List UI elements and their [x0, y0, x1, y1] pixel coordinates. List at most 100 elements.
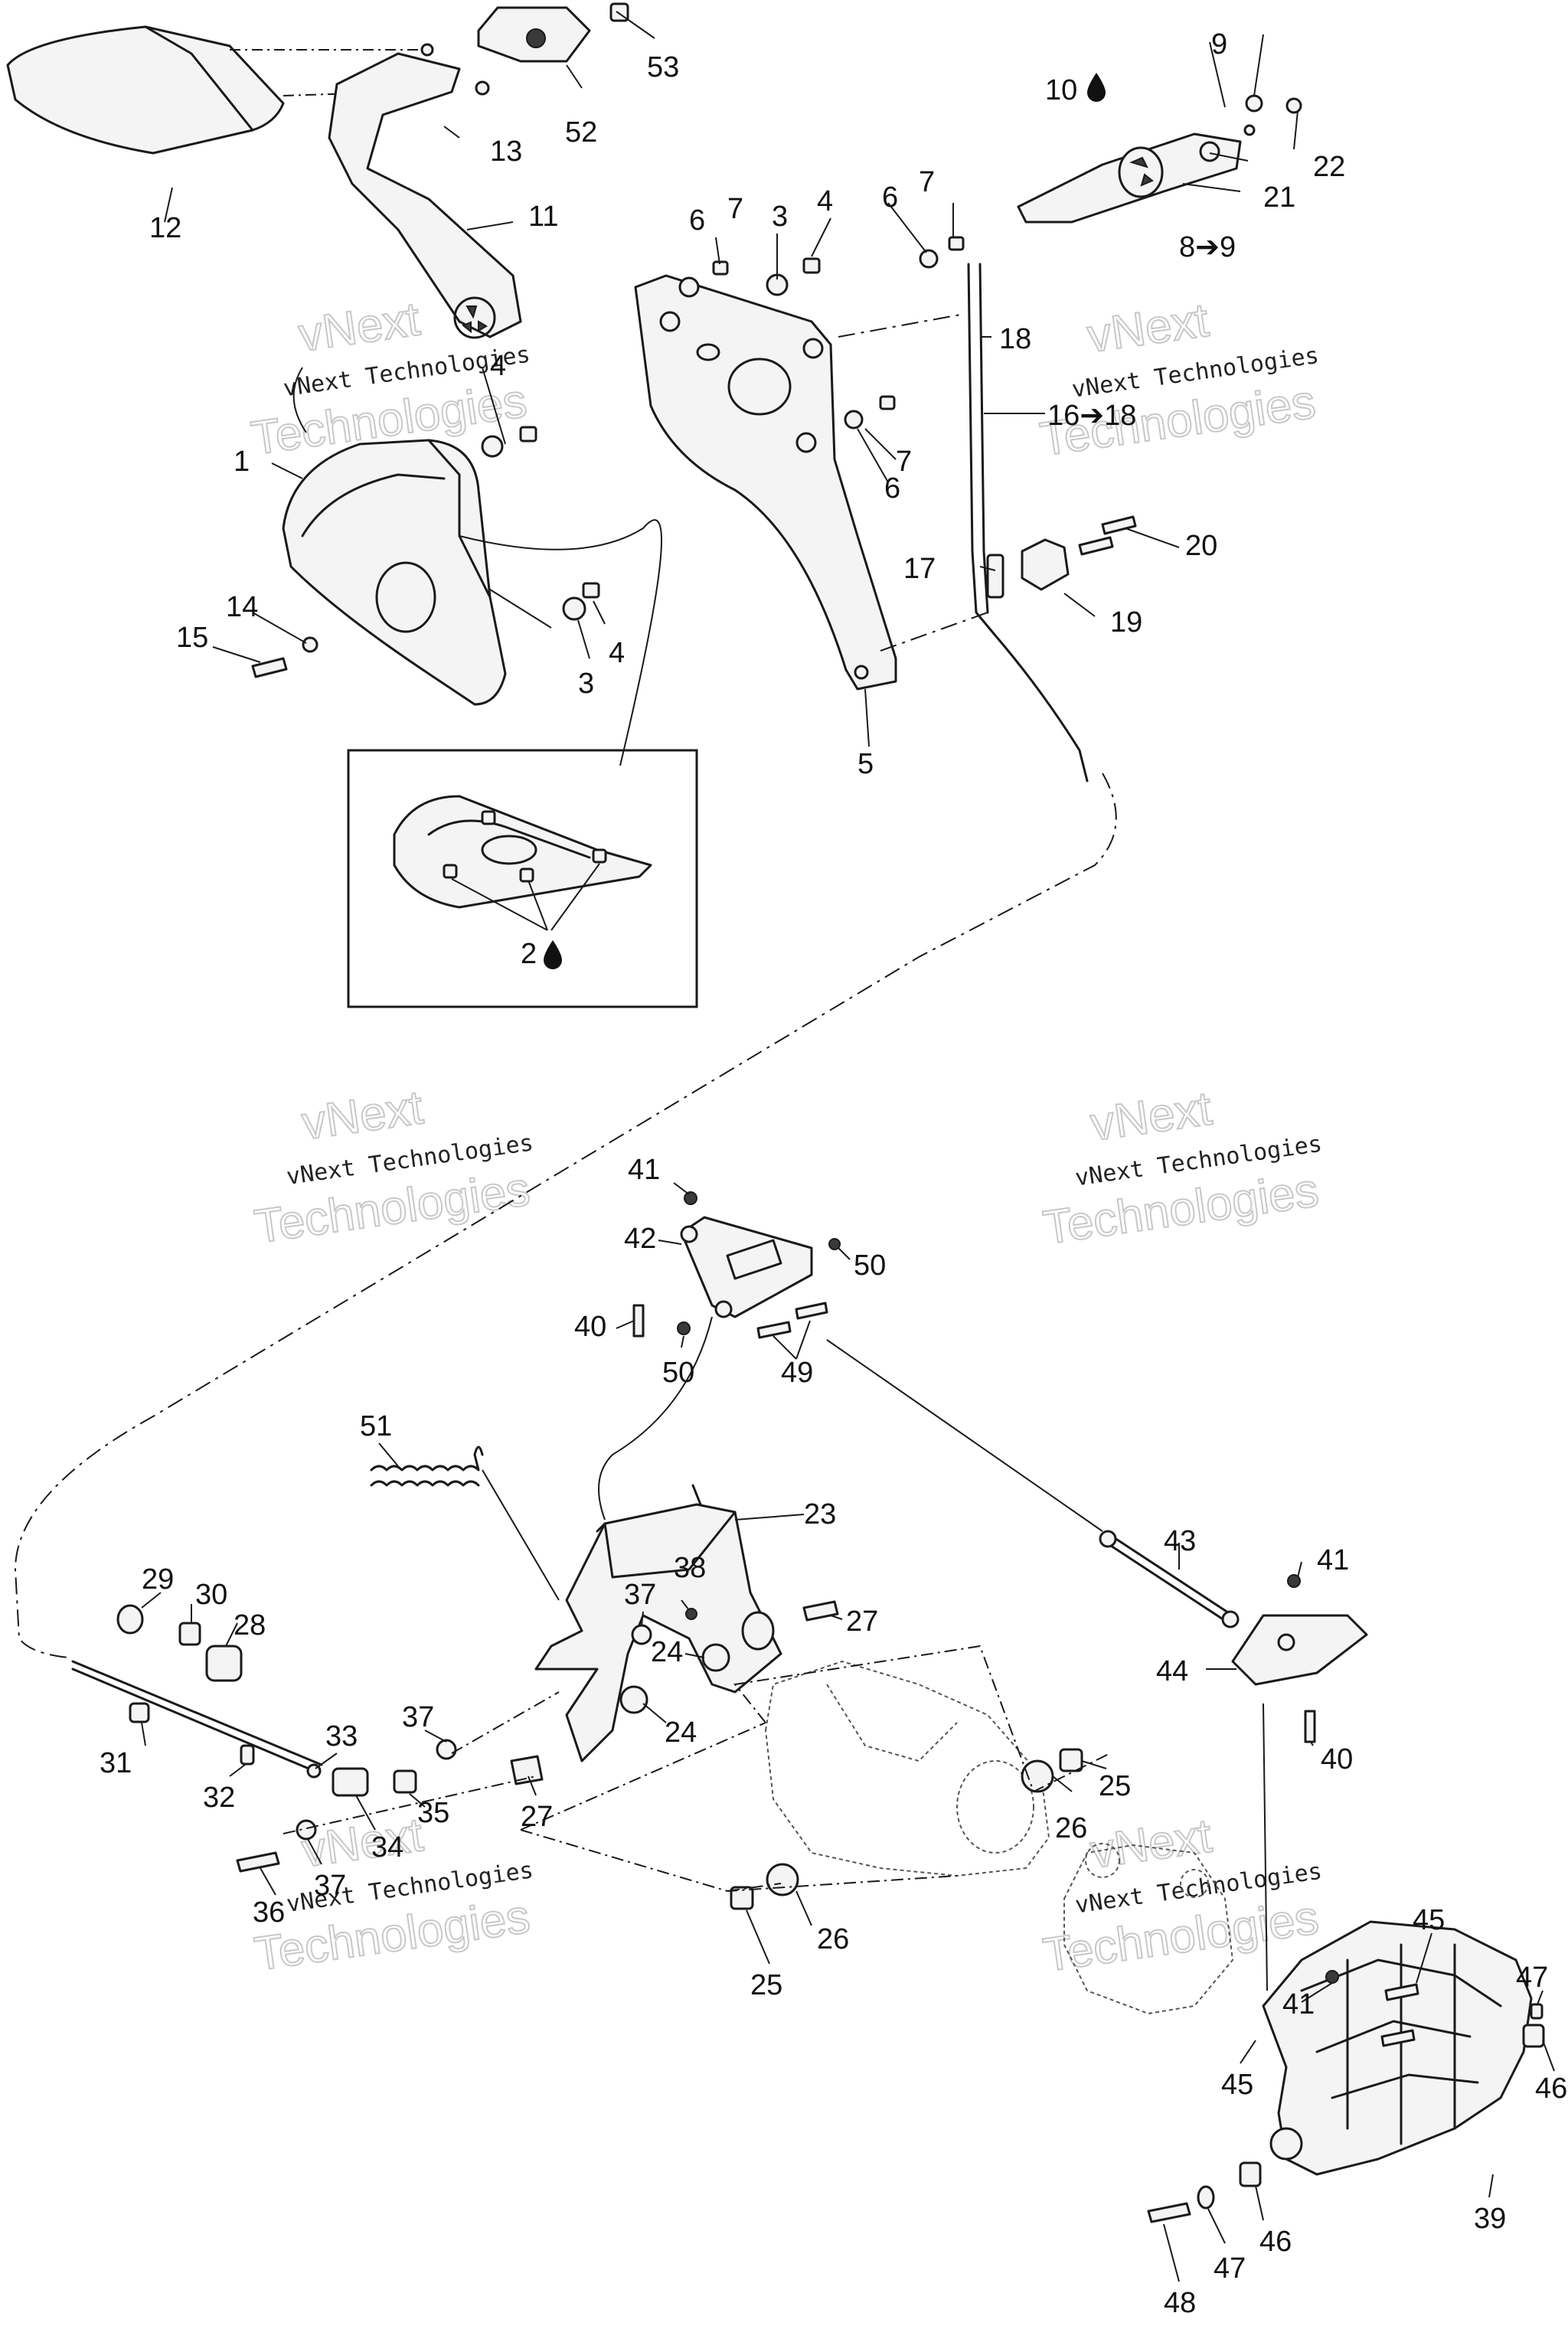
callout-41b: 41: [1317, 1544, 1349, 1576]
washer-47a: [1530, 2003, 1544, 2020]
callout-17: 17: [903, 553, 936, 585]
callout-46a: 46: [1535, 2073, 1567, 2105]
callout-7a: 7: [727, 193, 743, 225]
callout-46b: 46: [1259, 2226, 1292, 2258]
callout-25a: 25: [1099, 1770, 1131, 1802]
plate-5: [634, 274, 897, 691]
bushing-28: [205, 1645, 243, 1682]
bolt-4: [582, 582, 600, 599]
callout-53: 53: [647, 51, 679, 83]
bushing-46a: [1522, 2024, 1545, 2048]
callout-37c: 37: [314, 1870, 346, 1902]
oil-drop-icon-2: [544, 940, 562, 969]
callout-45a: 45: [1413, 1904, 1445, 1936]
callout-13: 13: [490, 136, 522, 168]
callout-49: 49: [781, 1357, 813, 1389]
bracket-19: [1021, 538, 1070, 591]
callout-33: 33: [325, 1720, 358, 1753]
nut-22: [1285, 97, 1302, 114]
screw-15: [251, 657, 288, 678]
callout-27b: 27: [521, 1801, 553, 1833]
washer-47b: [1197, 2185, 1215, 2210]
bolt-40a: [632, 1304, 645, 1338]
callout-38: 38: [674, 1552, 706, 1584]
bolt-45a: [1384, 1983, 1419, 2001]
bolt-7c: [879, 395, 896, 410]
callout-52: 52: [565, 116, 597, 149]
callout-7c: 7: [896, 446, 912, 478]
callout-28: 28: [234, 1609, 266, 1642]
bushing-25a: [1059, 1748, 1083, 1772]
oil-drop-icon: [1087, 73, 1106, 102]
callout-15: 15: [176, 622, 208, 654]
washer-24a: [701, 1643, 730, 1672]
link-rod-43: [1109, 1534, 1234, 1617]
washer-14: [302, 636, 318, 653]
callout-43: 43: [1164, 1525, 1196, 1557]
svg-text:vNext: vNext: [299, 1808, 426, 1877]
callout-51: 51: [360, 1410, 392, 1442]
watermark-top-right: vNext vNext Technologies Technologies: [1036, 293, 1320, 467]
bearing-26a: [1021, 1759, 1054, 1793]
watermark-mid-left: vNext vNext Technologies Technologies: [250, 1080, 534, 1254]
clip-30: [178, 1622, 201, 1646]
bushing-35: [393, 1769, 417, 1794]
washer-6a: [678, 276, 700, 298]
housing-ghost: [764, 1660, 1050, 1877]
callout-6a: 6: [689, 204, 705, 237]
callout-2: 2: [521, 938, 537, 970]
fitting-32: [240, 1744, 255, 1766]
callout-40b: 40: [1321, 1743, 1353, 1775]
callout-21: 21: [1263, 181, 1295, 214]
svg-text:vNext: vNext: [1084, 294, 1212, 363]
callout-20: 20: [1185, 530, 1217, 562]
callout-44: 44: [1156, 1655, 1188, 1687]
callout-7b: 7: [919, 166, 935, 198]
callout-5: 5: [858, 748, 874, 780]
watermark-bottom-left: vNext vNext Technologies Technologies: [250, 1808, 534, 1981]
callout-35: 35: [417, 1797, 449, 1829]
callout-26b: 26: [817, 1923, 849, 1955]
bushing-29: [116, 1604, 144, 1635]
callout-37b: 37: [402, 1701, 434, 1733]
callout-47a: 47: [1516, 1962, 1548, 1994]
callout-8: 8➔9: [1179, 231, 1236, 263]
bearing-26b: [766, 1863, 799, 1896]
callout-40a: 40: [574, 1311, 606, 1343]
washer-24b: [619, 1685, 648, 1714]
callout-4b: 4: [490, 350, 506, 382]
callout-24a: 24: [651, 1636, 683, 1668]
washer-21: [1243, 124, 1256, 136]
screws-20: [1078, 515, 1137, 556]
intake-grate-39: [1262, 1920, 1533, 2176]
callout-27a: 27: [846, 1606, 878, 1638]
callout-24b: 24: [665, 1717, 697, 1749]
nut-9: [1245, 94, 1263, 113]
callout-6b: 6: [882, 181, 898, 214]
callout-31: 31: [100, 1747, 132, 1779]
svg-text:vNext: vNext: [299, 1081, 426, 1150]
bushing-31: [129, 1702, 150, 1723]
cable-route: [14, 773, 1117, 1658]
washer-37c: [296, 1819, 317, 1841]
callout-26a: 26: [1055, 1812, 1087, 1844]
bolt-27b: [510, 1755, 544, 1785]
bolt-48: [1147, 2202, 1191, 2223]
callout-50b: 50: [662, 1357, 694, 1389]
callout-37a: 37: [624, 1579, 656, 1611]
steering-arm: [328, 52, 522, 338]
watermark-mid-right: vNext vNext Technologies Technologies: [1039, 1081, 1323, 1255]
svg-text:vNext: vNext: [296, 292, 423, 361]
callout-41a: 41: [628, 1154, 660, 1186]
gear-housing-ghost: [1063, 1844, 1234, 2015]
callout-16: 16➔18: [1047, 400, 1136, 432]
bolts-49: [756, 1302, 828, 1339]
callout-34: 34: [371, 1831, 403, 1864]
callout-19: 19: [1110, 606, 1142, 639]
callout-45b: 45: [1221, 2069, 1253, 2101]
clevis-34: [332, 1767, 369, 1797]
bushing-46b: [1239, 2161, 1262, 2187]
bolt-40b: [1304, 1710, 1316, 1743]
callout-4a: 4: [817, 185, 833, 217]
nut-50b: [677, 1321, 691, 1335]
